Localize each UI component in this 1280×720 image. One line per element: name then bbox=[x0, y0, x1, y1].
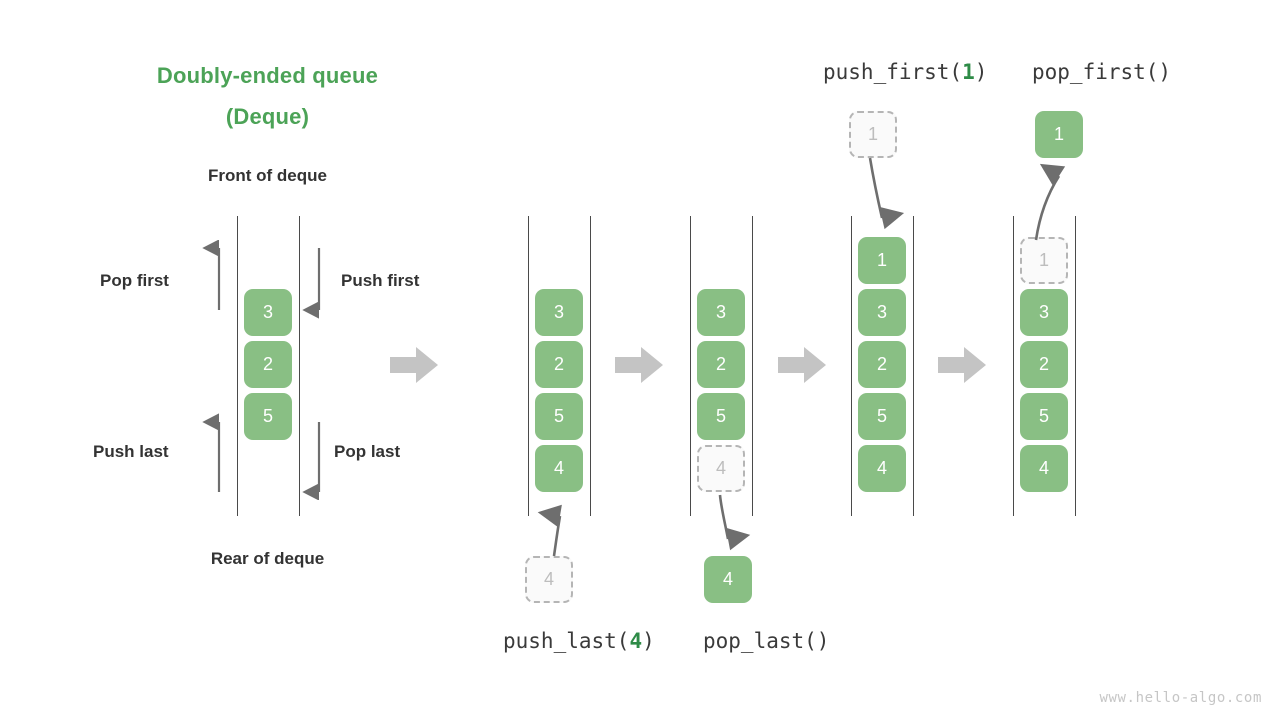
step-arrow-icon bbox=[615, 347, 663, 383]
step-arrow-icon bbox=[778, 347, 826, 383]
deque-cell: 3 bbox=[244, 289, 292, 336]
caption-push-last: push_last(4) bbox=[503, 629, 655, 653]
deque-cell: 2 bbox=[535, 341, 583, 388]
caption-pop-last: pop_last() bbox=[703, 629, 829, 653]
caption-push-first: push_first(1) bbox=[823, 60, 987, 84]
title-line-1: Doubly-ended queue bbox=[156, 63, 379, 88]
label-push-first: Push first bbox=[341, 271, 420, 290]
deque-column-initial: 3 2 5 bbox=[237, 216, 301, 516]
rail-right bbox=[590, 216, 591, 516]
rail-left bbox=[851, 216, 852, 516]
label-front-of-deque: Front of deque bbox=[208, 166, 327, 185]
deque-cell: 5 bbox=[535, 393, 583, 440]
floating-cell-push-first-source: 1 bbox=[849, 111, 897, 158]
deque-column-after-push-first: 1 3 2 5 4 bbox=[851, 216, 915, 516]
caption-pop-first-name: pop_first() bbox=[1032, 60, 1172, 84]
deque-cell: 2 bbox=[1020, 341, 1068, 388]
rail-right bbox=[913, 216, 914, 516]
label-pop-first: Pop first bbox=[100, 271, 169, 290]
diagram-title: Doubly-ended queue (Deque) bbox=[110, 55, 425, 137]
deque-cell: 5 bbox=[244, 393, 292, 440]
legend-direction-arrows bbox=[202, 240, 321, 500]
deque-column-before-pop-last: 3 2 5 4 bbox=[690, 216, 754, 516]
deque-cell: 5 bbox=[697, 393, 745, 440]
title-line-2: (Deque) bbox=[225, 104, 310, 129]
floating-cell-pop-first-result: 1 bbox=[1035, 111, 1083, 158]
deque-cell: 3 bbox=[858, 289, 906, 336]
deque-cell: 2 bbox=[697, 341, 745, 388]
floating-cell-push-last-source: 4 bbox=[525, 556, 573, 603]
deque-cell-ghost: 4 bbox=[697, 445, 745, 492]
caption-push-last-close: ) bbox=[642, 629, 655, 653]
caption-push-first-close: ) bbox=[974, 60, 988, 84]
motion-arrow-pop-last bbox=[718, 494, 751, 551]
deque-cell: 2 bbox=[244, 341, 292, 388]
caption-push-first-name: push_first( bbox=[823, 60, 963, 84]
motion-arrow-push-first bbox=[868, 157, 905, 230]
caption-pop-first: pop_first() bbox=[1032, 60, 1171, 84]
deque-cell: 4 bbox=[1020, 445, 1068, 492]
deque-cell: 3 bbox=[1020, 289, 1068, 336]
deque-column-after-push-last: 3 2 5 4 bbox=[528, 216, 592, 516]
deque-cell: 5 bbox=[1020, 393, 1068, 440]
rail-right bbox=[299, 216, 300, 516]
rail-right bbox=[1075, 216, 1076, 516]
deque-column-before-pop-first: 1 3 2 5 4 bbox=[1013, 216, 1077, 516]
floating-cell-pop-last-result: 4 bbox=[704, 556, 752, 603]
deque-cell-ghost: 1 bbox=[1020, 237, 1068, 284]
motion-arrow-push-last bbox=[537, 504, 562, 557]
step-arrow-icon bbox=[938, 347, 986, 383]
step-arrow-icon bbox=[390, 347, 438, 383]
rail-left bbox=[237, 216, 238, 516]
rail-right bbox=[752, 216, 753, 516]
deque-cell: 4 bbox=[535, 445, 583, 492]
deque-cell: 3 bbox=[535, 289, 583, 336]
deque-cell: 3 bbox=[697, 289, 745, 336]
caption-push-last-name: push_last( bbox=[503, 629, 630, 653]
motion-arrow-pop-first bbox=[1034, 163, 1066, 241]
deque-cell: 2 bbox=[858, 341, 906, 388]
caption-pop-last-name: pop_last() bbox=[703, 629, 830, 653]
deque-cell: 5 bbox=[858, 393, 906, 440]
rail-left bbox=[1013, 216, 1014, 516]
label-pop-last: Pop last bbox=[334, 442, 401, 461]
rail-left bbox=[528, 216, 529, 516]
watermark: www.hello-algo.com bbox=[1099, 690, 1262, 706]
label-rear-of-deque: Rear of deque bbox=[210, 549, 325, 568]
rail-left bbox=[690, 216, 691, 516]
label-push-last: Push last bbox=[93, 442, 169, 461]
caption-push-first-arg: 1 bbox=[962, 60, 975, 84]
deque-cell: 4 bbox=[858, 445, 906, 492]
deque-cell: 1 bbox=[858, 237, 906, 284]
caption-push-last-arg: 4 bbox=[629, 629, 643, 653]
